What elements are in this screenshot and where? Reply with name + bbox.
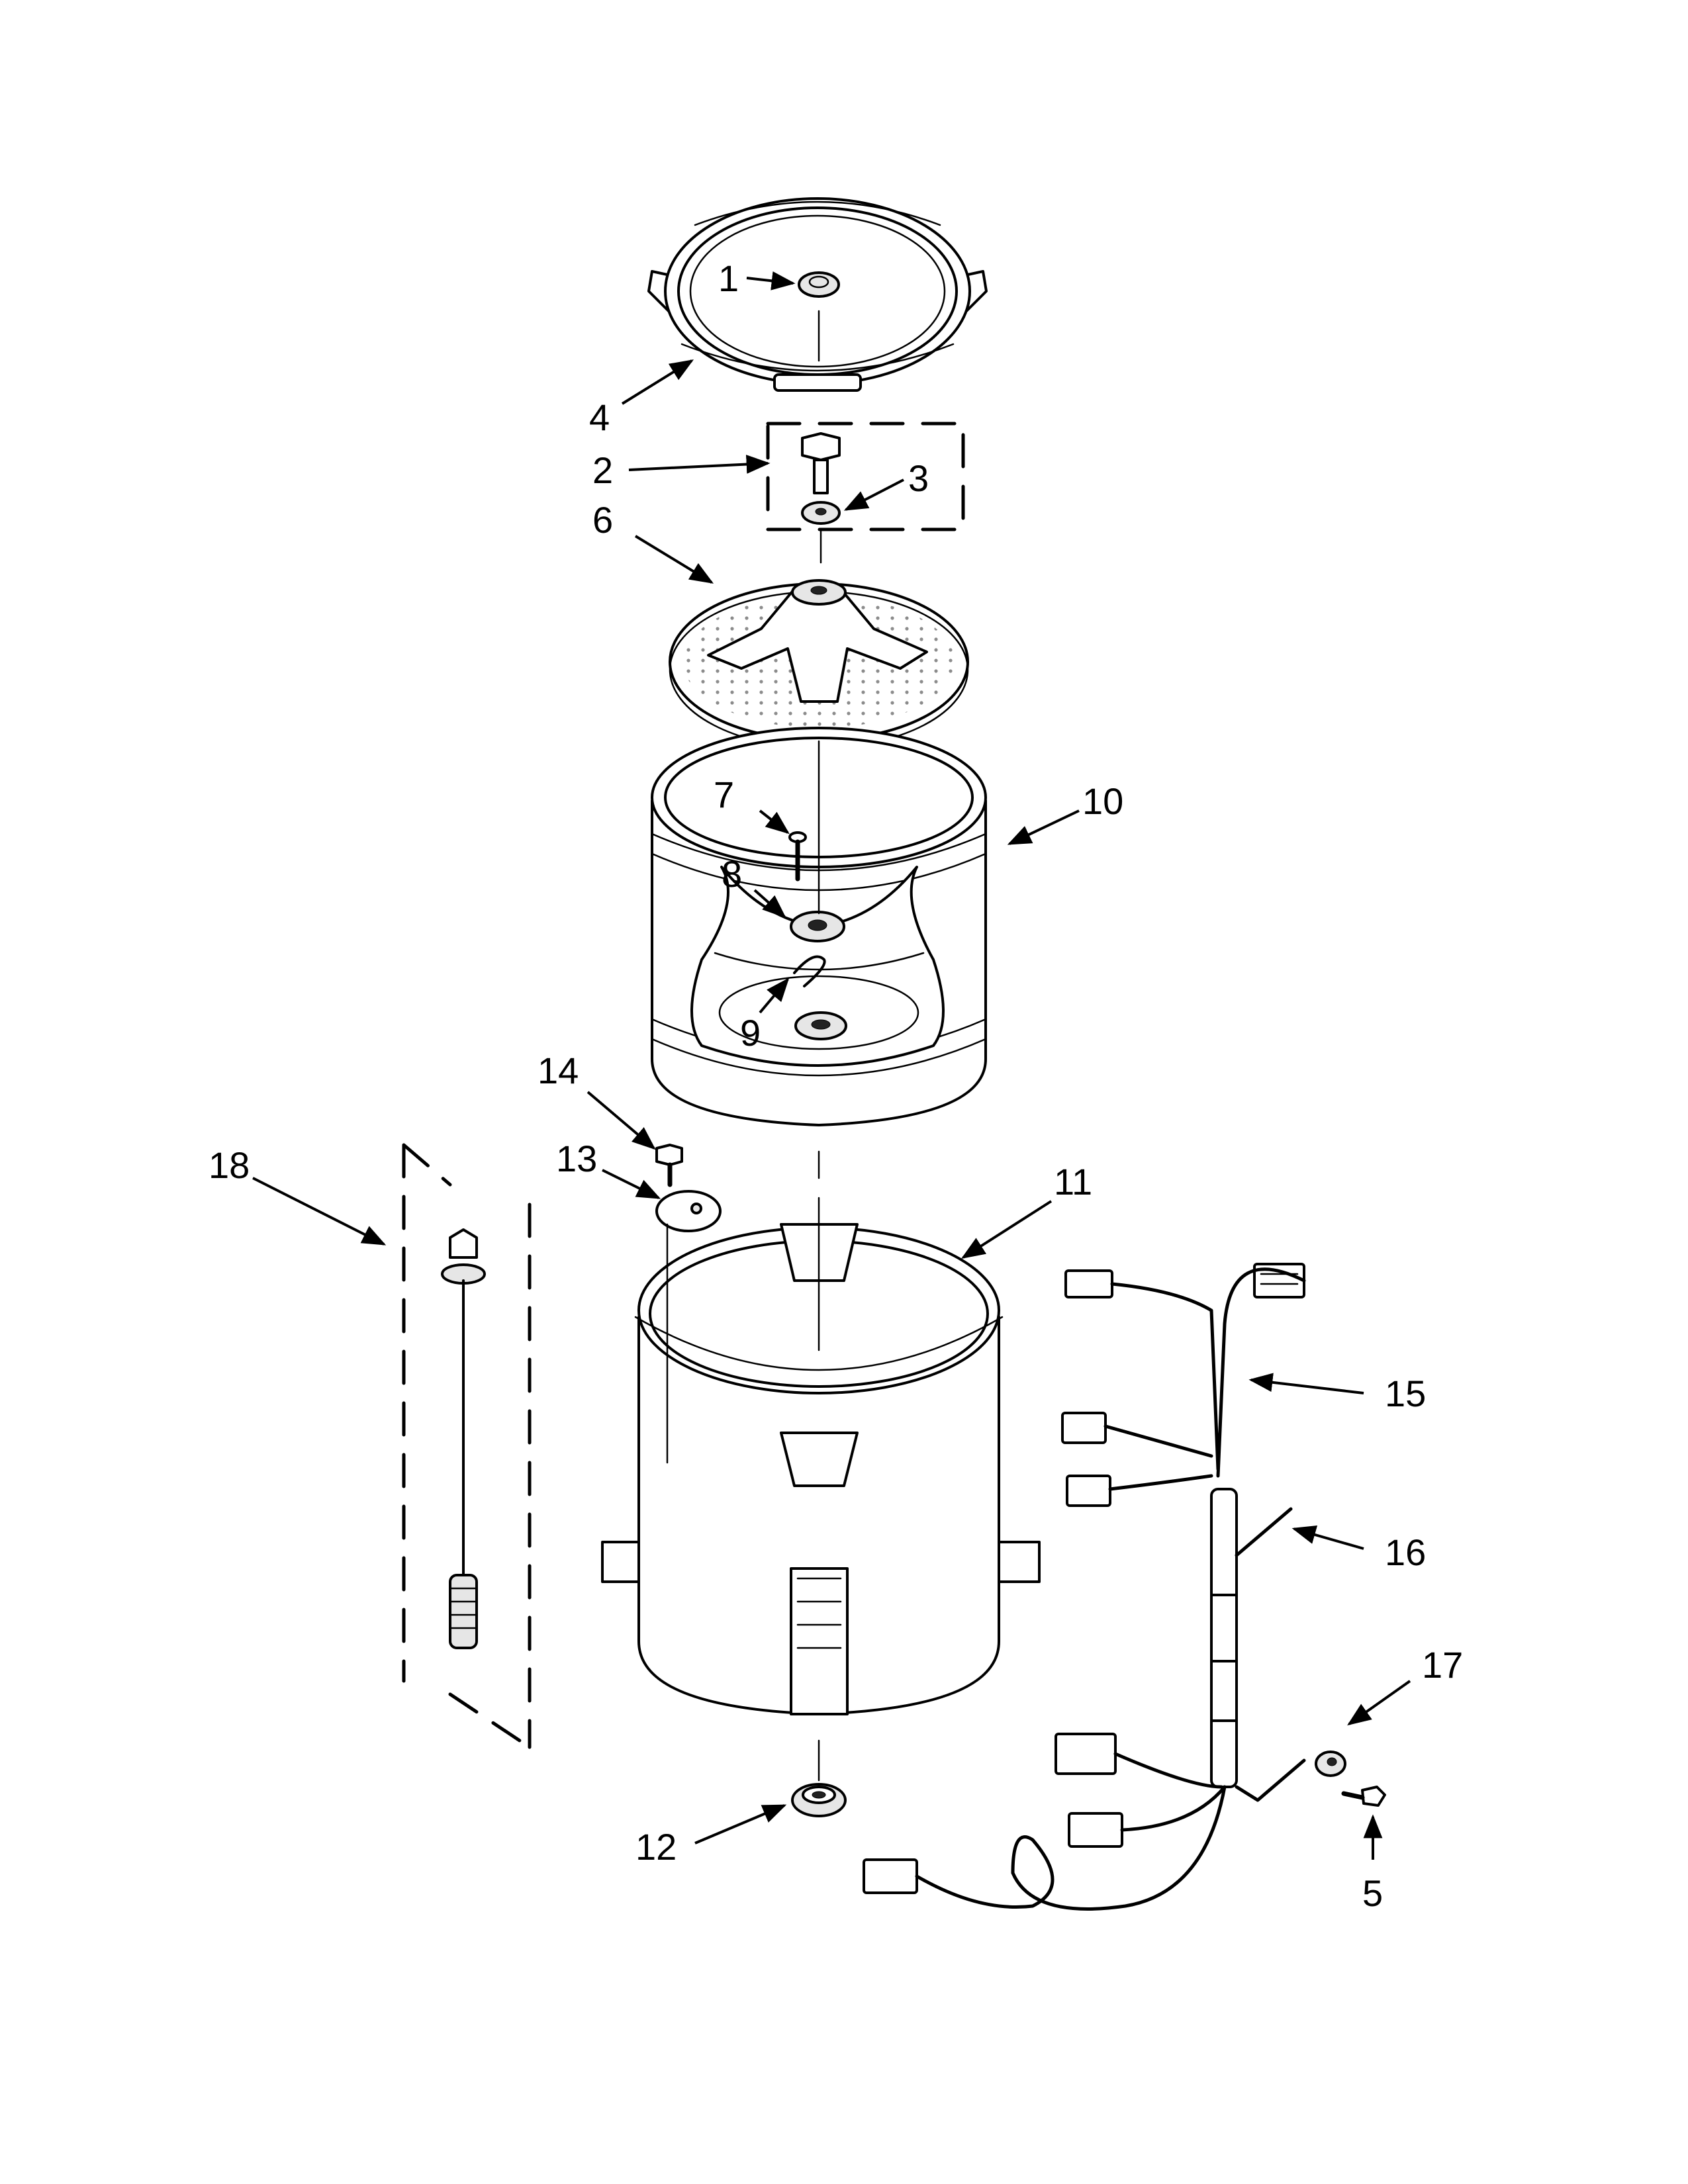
wire-harness-part-15 [863, 1263, 1306, 1911]
tub-ring-part-4 [647, 197, 988, 392]
screw-part-5 [1341, 1786, 1386, 1807]
clip-part-9 [793, 955, 826, 987]
impeller-part-6 [669, 579, 969, 749]
leader-arrows [252, 271, 1411, 1860]
bolt-part-2 [801, 432, 841, 494]
cap-part-1 [798, 271, 840, 298]
callout-15: 15 [1385, 1373, 1426, 1414]
screw-part-14 [655, 1144, 683, 1187]
seal-part-12 [791, 1783, 847, 1817]
plate-part-13 [655, 1190, 722, 1232]
suspension-kit-part-18 [402, 1143, 532, 1749]
callout-9: 9 [740, 1012, 761, 1054]
screw-part-7 [788, 831, 807, 882]
hose-part-16 [1235, 1507, 1306, 1802]
callout-10: 10 [1082, 780, 1123, 822]
callout-16: 16 [1385, 1531, 1426, 1573]
callout-12: 12 [635, 1826, 677, 1868]
callout-4: 4 [589, 396, 610, 438]
callout-1: 1 [718, 257, 739, 299]
callout-labels: 1 2 3 4 5 6 7 8 9 10 11 12 13 14 15 16 1… [209, 257, 1463, 1914]
outer-tub-part-11 [601, 1197, 1041, 1715]
callout-2: 2 [592, 449, 613, 491]
callout-8: 8 [722, 853, 742, 895]
kit-box-2-3 [766, 422, 965, 531]
callout-18: 18 [209, 1144, 250, 1186]
callout-7: 7 [714, 774, 734, 815]
clamp-part-17 [1315, 1751, 1346, 1777]
wash-basket-part-10 [651, 727, 987, 1126]
callout-3: 3 [908, 457, 929, 499]
callout-17: 17 [1422, 1644, 1463, 1686]
hub-part-8 [790, 911, 845, 942]
callout-13: 13 [556, 1138, 597, 1179]
callout-14: 14 [538, 1050, 579, 1091]
callout-6: 6 [592, 499, 613, 541]
washer-part-3 [801, 501, 841, 525]
callout-11: 11 [1054, 1161, 1092, 1203]
callout-5: 5 [1362, 1872, 1383, 1914]
